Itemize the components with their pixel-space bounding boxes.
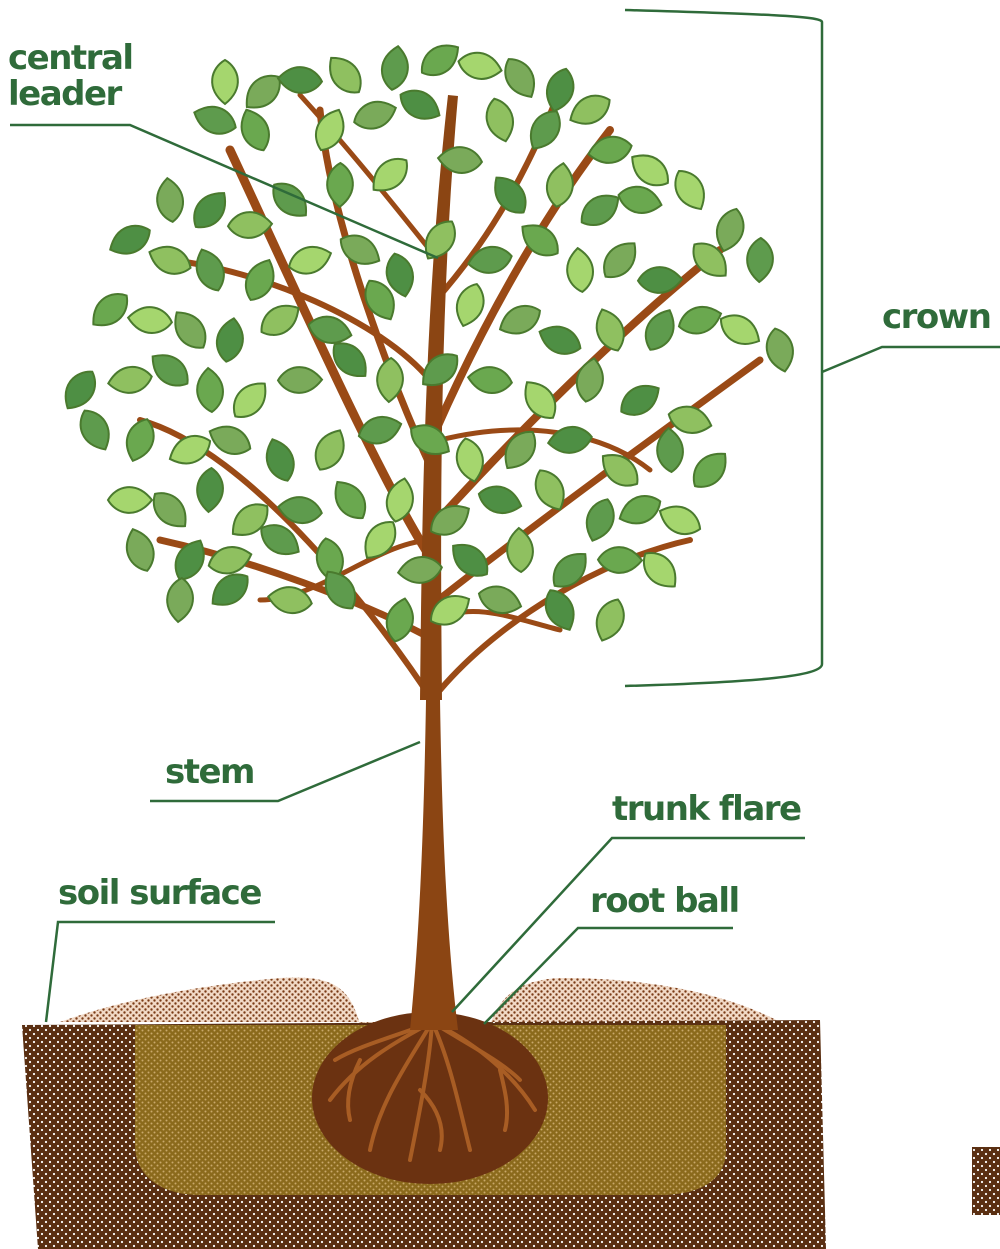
leaf [260, 435, 299, 485]
leaf [196, 467, 225, 513]
leaf [278, 367, 322, 393]
trunk [410, 700, 458, 1030]
leaf [155, 177, 186, 224]
central-leader-label: central leader [8, 40, 133, 112]
leaf [235, 105, 276, 156]
leaf [451, 280, 489, 330]
central-leader-label-line2: leader [8, 76, 133, 112]
leaf [355, 412, 404, 449]
leaf [615, 490, 666, 531]
leaf [265, 175, 315, 224]
crown-label: crown [882, 300, 990, 334]
leaf [715, 308, 766, 352]
leaf [415, 37, 466, 83]
leaf [277, 66, 323, 95]
leaf [486, 170, 533, 220]
leaf [467, 365, 514, 396]
leaf [686, 445, 735, 495]
leaf [365, 151, 415, 200]
leaf [212, 60, 238, 104]
leaf [596, 235, 644, 285]
leaf [498, 53, 543, 104]
leaf [57, 365, 103, 416]
leaf [105, 219, 156, 261]
leaf [522, 105, 567, 156]
leaf [239, 255, 281, 306]
leaf [350, 96, 400, 135]
soil-surface-label: soil surface [58, 876, 261, 910]
leaf [495, 299, 546, 341]
leaf [655, 499, 706, 540]
leaf [321, 50, 369, 100]
leaf [73, 405, 116, 456]
leaf [309, 425, 352, 476]
leaf [615, 377, 666, 422]
leaf [379, 44, 411, 91]
leaf [456, 49, 504, 83]
leaf [535, 320, 585, 360]
leaf [276, 494, 323, 526]
leaf [546, 424, 593, 456]
leaf [285, 241, 335, 279]
leaf [580, 495, 619, 545]
leaf [226, 375, 275, 425]
crown-pointer [822, 347, 1000, 372]
soil-sample-swatch [972, 1147, 1000, 1215]
leaf [573, 356, 607, 404]
leaf [190, 100, 240, 139]
leaf [542, 65, 579, 114]
leaf [186, 185, 234, 235]
leaf [475, 482, 524, 519]
leaf [145, 240, 195, 280]
leaf [668, 165, 712, 216]
leaf [575, 187, 626, 233]
leaf [616, 183, 665, 218]
leaf [711, 205, 748, 255]
leaf [146, 485, 195, 535]
leaf [85, 286, 135, 334]
leaf [506, 527, 534, 572]
leaf [544, 161, 576, 208]
leaf [205, 542, 254, 578]
leaf [127, 305, 173, 335]
leaf [586, 133, 634, 167]
leaf [763, 326, 798, 375]
root-ball-label: root ball [590, 884, 739, 918]
central-leader-pointer [10, 125, 438, 258]
leaf [482, 95, 518, 144]
leaf [590, 305, 630, 355]
leaf [327, 475, 373, 526]
leaf [108, 487, 152, 513]
leaf [145, 346, 195, 393]
stem-label: stem [165, 755, 254, 789]
leaf [190, 245, 230, 295]
leaf [395, 83, 446, 126]
leaf [746, 238, 773, 283]
leaf [590, 595, 630, 645]
leaf [166, 305, 213, 356]
central-leader-label-line1: central [8, 40, 133, 76]
leaf [195, 367, 224, 413]
leaf [106, 364, 153, 396]
leaf [675, 301, 725, 338]
leaf [565, 247, 595, 293]
leaf [529, 465, 572, 516]
trunk-flare-label: trunk flare [612, 792, 801, 826]
root-ball [312, 1012, 548, 1184]
leaf [214, 316, 247, 364]
leaf [121, 525, 160, 575]
leaf [165, 577, 194, 623]
